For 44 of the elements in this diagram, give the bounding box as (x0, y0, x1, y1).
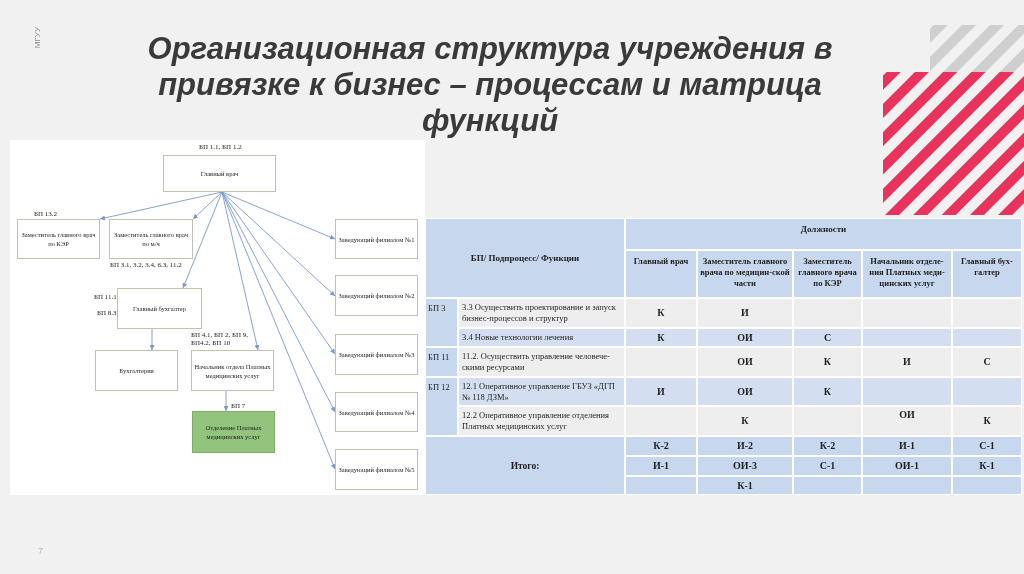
column-header: Начальник отделе-ния Платных меди-цинских услуг (862, 250, 952, 298)
row-header: БП 3 (425, 298, 458, 347)
table-cell: ОИ (697, 377, 793, 406)
row-header: БП 12 (425, 377, 458, 436)
table-cell: К-2 (625, 436, 697, 456)
table-cell: С (952, 347, 1023, 377)
table-cell: К (625, 328, 697, 347)
table-cell: ОИ-1 (862, 456, 952, 476)
row-header: Итого: (425, 436, 625, 495)
column-header: Главный бух-галтер (952, 250, 1023, 298)
column-header: Должности (625, 218, 1023, 250)
table-cell: И-1 (862, 436, 952, 456)
table-cell: К (793, 377, 862, 406)
column-header: Главный врач (625, 250, 697, 298)
table-cell: 3.4 Новые технологии лечения (458, 328, 625, 347)
column-header: БП/ Подпроцесс/ Функции (425, 218, 625, 298)
vertical-caption: МГУУ (33, 27, 42, 49)
table-cell: И (862, 347, 952, 377)
table-cell: ОИ (862, 406, 952, 436)
table-cell: К (793, 347, 862, 377)
table-cell: С-1 (952, 436, 1023, 456)
table-cell: С-1 (793, 456, 862, 476)
table-cell: ОИ (697, 347, 793, 377)
table-cell: К-1 (697, 476, 793, 495)
table-cell: 12.2 Оперативное управление отделения Платных медицинских услуг (458, 406, 625, 436)
column-header: Заместитель главного врача по КЭР (793, 250, 862, 298)
table-cell: К (625, 298, 697, 328)
table-cell: ОИ-3 (697, 456, 793, 476)
table-cell: И (625, 377, 697, 406)
table-cell: И-2 (697, 436, 793, 456)
row-header: БП 11 (425, 347, 458, 377)
table-cell: К (952, 406, 1023, 436)
table-cell: К (697, 406, 793, 436)
table-cell: И-1 (625, 456, 697, 476)
column-header: Заместитель главного врача по медицин-ской части (697, 250, 793, 298)
table-cell: 11.2. Осуществить управление человече-скими ресурсами (458, 347, 625, 377)
table-cell: 3.3 Осуществить проектирование и запуск бизнес-процессов и структур (458, 298, 625, 328)
table-cell: И (697, 298, 793, 328)
table-cell: К-2 (793, 436, 862, 456)
table-cell: С (793, 328, 862, 347)
table-cell: ОИ (697, 328, 793, 347)
table-cell: К-1 (952, 456, 1023, 476)
slide-title: Организационная структура учреждения в привязке к бизнес – процессам и матрица функций (146, 31, 834, 139)
table-cell: 12.1 Оперативное управление ГБУЗ «ДГП № 118 ДЗМ» (458, 377, 625, 406)
